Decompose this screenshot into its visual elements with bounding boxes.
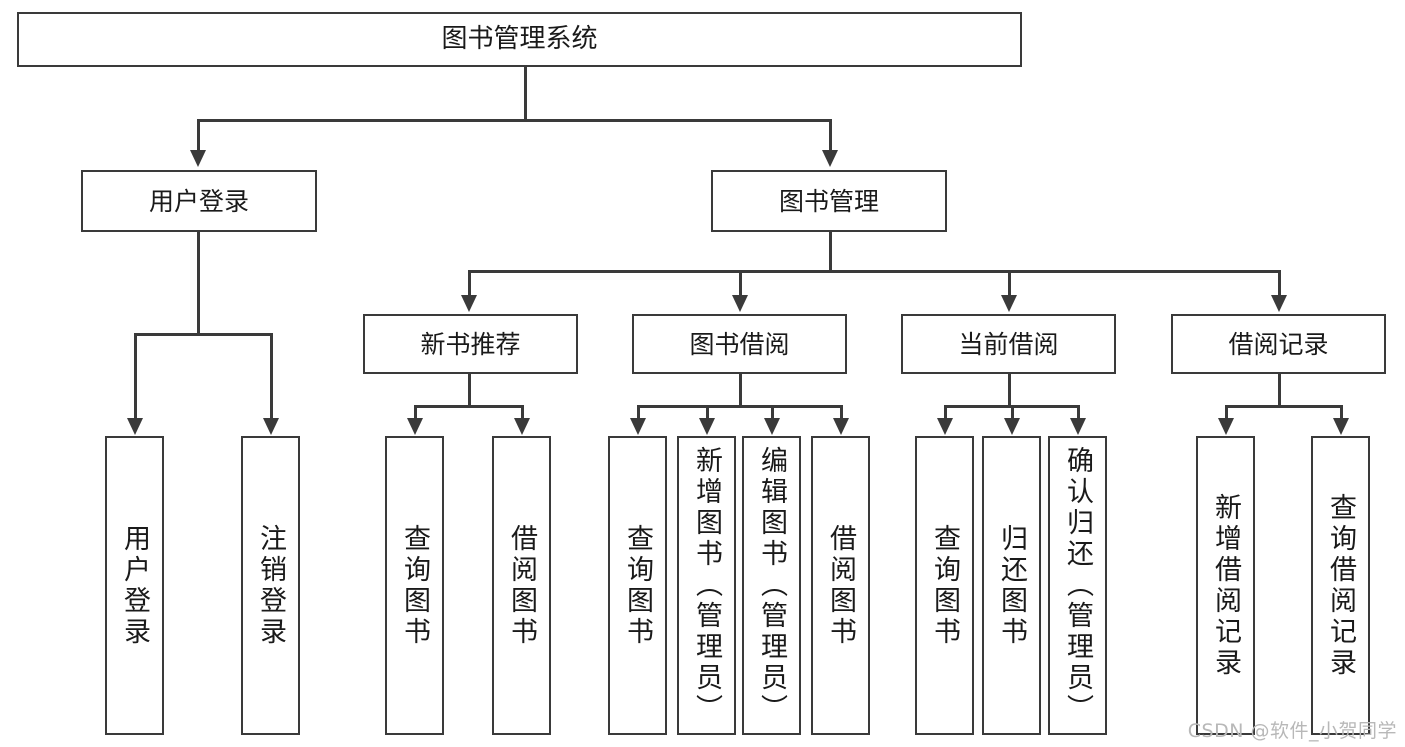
node-label: 借阅记录	[1228, 329, 1329, 359]
node-label: 图书借阅	[689, 329, 790, 359]
arrowhead-book-management	[822, 150, 838, 167]
arrowhead-user-login	[190, 150, 206, 167]
node-leaf-borrow-book-bb[interactable]: 借阅图书	[811, 436, 870, 735]
node-leaf-user-login[interactable]: 用户登录	[105, 436, 164, 735]
edge-borrow-record-drop-2	[1340, 405, 1343, 421]
node-label: 查询图书	[622, 523, 653, 648]
node-new-book-recommend[interactable]: 新书推荐	[363, 314, 578, 374]
arrowhead-new-book-recommend	[461, 295, 477, 312]
node-leaf-edit-book-admin[interactable]: 编辑图书（管理员）	[742, 436, 801, 735]
arrowhead-nbr-leaf-2	[514, 418, 530, 435]
node-label: 查询借阅记录	[1325, 492, 1356, 679]
node-label: 借阅图书	[506, 523, 537, 648]
node-label: 注销登录	[255, 523, 286, 648]
edge-user-login-bus	[134, 333, 271, 336]
arrowhead-nbr-leaf-1	[407, 418, 423, 435]
node-leaf-add-borrow-record[interactable]: 新增借阅记录	[1196, 436, 1255, 735]
node-label: 用户登录	[119, 523, 150, 648]
edge-current-borrow-drop-1	[944, 405, 947, 421]
node-book-management[interactable]: 图书管理	[711, 170, 947, 232]
node-label: 用户登录	[148, 186, 249, 216]
arrowhead-cb-leaf-1	[937, 418, 953, 435]
node-leaf-query-book-bb[interactable]: 查询图书	[608, 436, 667, 735]
arrowhead-bb-leaf-1	[630, 418, 646, 435]
arrowhead-bb-leaf-3	[764, 418, 780, 435]
edge-book-borrow-drop-4	[840, 405, 843, 421]
node-leaf-query-book-nbr[interactable]: 查询图书	[385, 436, 444, 735]
edge-book-borrow-stem	[739, 374, 742, 407]
node-label: 借阅图书	[825, 523, 856, 648]
edge-new-book-recommend-drop-2	[521, 405, 524, 421]
edge-new-book-recommend-drop-1	[414, 405, 417, 421]
node-leaf-add-book-admin[interactable]: 新增图书（管理员）	[677, 436, 736, 735]
edge-current-borrow-drop-2	[1011, 405, 1014, 421]
edge-level3-drop-2	[739, 270, 742, 298]
node-label: 图书管理	[778, 186, 879, 216]
node-label: 确认归还（管理员）	[1062, 446, 1093, 725]
edge-level3-drop-3	[1008, 270, 1011, 298]
arrowhead-user-login-leaf-1	[127, 418, 143, 435]
node-label: 新增图书（管理员）	[691, 446, 722, 725]
arrowhead-bb-leaf-2	[699, 418, 715, 435]
edge-borrow-record-bus	[1225, 405, 1342, 408]
edge-level2-bus	[197, 119, 831, 122]
arrowhead-br-leaf-2	[1333, 418, 1349, 435]
edge-level3-drop-4	[1278, 270, 1281, 298]
watermark-text: CSDN @软件_小贺同学	[1187, 720, 1397, 742]
edge-book-borrow-drop-3	[771, 405, 774, 421]
node-label: 编辑图书（管理员）	[756, 446, 787, 725]
node-label: 新书推荐	[420, 329, 521, 359]
edge-current-borrow-stem	[1008, 374, 1011, 407]
node-book-borrow[interactable]: 图书借阅	[632, 314, 847, 374]
node-leaf-query-book-cb[interactable]: 查询图书	[915, 436, 974, 735]
edge-book-borrow-drop-2	[706, 405, 709, 421]
node-label: 当前借阅	[958, 329, 1059, 359]
node-leaf-borrow-book-nbr[interactable]: 借阅图书	[492, 436, 551, 735]
arrowhead-current-borrow	[1001, 295, 1017, 312]
edge-level3-drop-1	[468, 270, 471, 298]
arrowhead-cb-leaf-2	[1004, 418, 1020, 435]
node-leaf-query-borrow-record[interactable]: 查询借阅记录	[1311, 436, 1370, 735]
node-leaf-logout[interactable]: 注销登录	[241, 436, 300, 735]
edge-book-borrow-bus	[637, 405, 842, 408]
node-borrow-record[interactable]: 借阅记录	[1171, 314, 1386, 374]
edge-borrow-record-stem	[1278, 374, 1281, 407]
edge-user-login-drop-2	[270, 333, 273, 421]
arrowhead-user-login-leaf-2	[263, 418, 279, 435]
arrowhead-bb-leaf-4	[833, 418, 849, 435]
arrowhead-br-leaf-1	[1218, 418, 1234, 435]
edge-new-book-recommend-bus	[414, 405, 523, 408]
node-leaf-confirm-return-admin[interactable]: 确认归还（管理员）	[1048, 436, 1107, 735]
arrowhead-book-borrow	[732, 295, 748, 312]
node-label: 图书管理系统	[441, 24, 598, 55]
node-label: 查询图书	[399, 523, 430, 648]
edge-borrow-record-drop-1	[1225, 405, 1228, 421]
arrowhead-borrow-record	[1271, 295, 1287, 312]
node-label: 新增借阅记录	[1210, 492, 1241, 679]
arrowhead-cb-leaf-3	[1070, 418, 1086, 435]
node-label: 查询图书	[929, 523, 960, 648]
edge-level3-bus	[468, 270, 1280, 273]
node-label: 归还图书	[996, 523, 1027, 648]
node-current-borrow[interactable]: 当前借阅	[901, 314, 1116, 374]
node-root-book-management-system[interactable]: 图书管理系统	[17, 12, 1022, 67]
edge-current-borrow-drop-3	[1077, 405, 1080, 421]
edge-level2-drop-user-login	[197, 119, 200, 151]
edge-book-borrow-drop-1	[637, 405, 640, 421]
edge-user-login-stem	[197, 232, 200, 335]
edge-root-stem	[524, 67, 527, 121]
edge-user-login-drop-1	[134, 333, 137, 421]
node-user-login[interactable]: 用户登录	[81, 170, 317, 232]
edge-book-management-stem	[829, 232, 832, 272]
node-leaf-return-book[interactable]: 归还图书	[982, 436, 1041, 735]
edge-new-book-recommend-stem	[468, 374, 471, 407]
edge-level2-drop-book-management	[829, 119, 832, 151]
